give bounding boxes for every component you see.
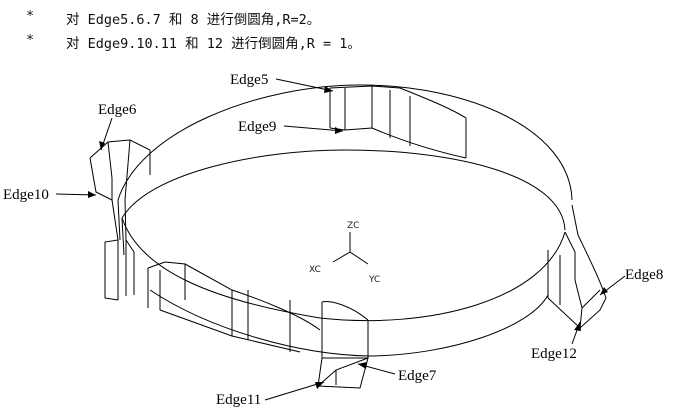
svg-text:Edge12: Edge12	[531, 346, 577, 362]
edge-label-edge11: Edge11	[216, 381, 325, 408]
svg-text:Edge5: Edge5	[230, 72, 268, 88]
svg-text:Edge10: Edge10	[3, 187, 49, 203]
left-wall	[117, 199, 125, 256]
svg-text:Edge9: Edge9	[238, 119, 276, 135]
top-block	[329, 85, 467, 159]
edge-label-edge8: Edge8	[599, 267, 663, 296]
zc-axis-label: ZC	[347, 221, 359, 231]
edge-label-edge9: Edge9	[238, 119, 344, 135]
ring-bottom-edge	[121, 217, 566, 322]
svg-text:Edge8: Edge8	[625, 267, 663, 283]
instruction-item: * 对 Edge5.6.7 和 8 进行倒圆角,R=2。	[0, 4, 673, 28]
ring-outer-edge	[117, 84, 573, 201]
ring-lower-edge	[149, 289, 549, 357]
left-block	[89, 139, 151, 301]
edge-label-edge12: Edge12	[531, 321, 581, 362]
instruction-item: * 对 Edge9.10.11 和 12 进行倒圆角,R = 1。	[0, 28, 673, 52]
svg-text:Edge7: Edge7	[398, 368, 437, 384]
edge-label-edge6: Edge6	[98, 102, 137, 151]
coordinate-axes: ZC XC YC	[309, 221, 380, 285]
edge-label-edge5: Edge5	[230, 72, 334, 93]
edge-label-edge10: Edge10	[3, 187, 97, 203]
svg-text:Edge6: Edge6	[98, 102, 137, 118]
instruction-text: 对 Edge5.6.7 和 8 进行倒圆角,R=2。	[66, 12, 321, 28]
bullet-marker: *	[26, 8, 35, 24]
bottom-block	[247, 290, 369, 389]
yc-axis-label: YC	[368, 275, 380, 285]
right-block	[547, 204, 607, 329]
xc-axis-label: XC	[309, 265, 321, 275]
svg-text:Edge11: Edge11	[216, 392, 261, 408]
bullet-marker: *	[26, 32, 35, 48]
bottom-left-block	[147, 261, 321, 353]
ring-inner-edge	[121, 149, 566, 231]
edge-label-edge7: Edge7	[357, 362, 437, 384]
instruction-text: 对 Edge9.10.11 和 12 进行倒圆角,R = 1。	[66, 36, 361, 52]
